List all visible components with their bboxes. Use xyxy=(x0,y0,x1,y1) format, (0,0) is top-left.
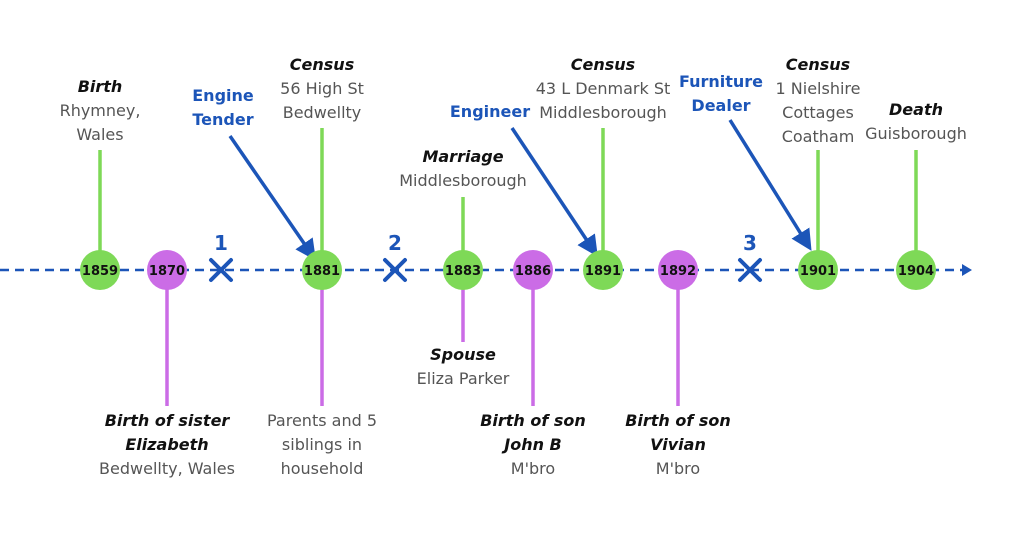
year-node-circle xyxy=(896,250,936,290)
event-detail: Coatham xyxy=(781,127,855,146)
year-label: 1904 xyxy=(898,264,934,279)
gap-marker-number: 1 xyxy=(214,231,228,255)
event-detail: Bedwellty xyxy=(282,103,362,122)
event-detail: Middlesborough xyxy=(539,103,667,122)
year-label: 1883 xyxy=(445,264,481,279)
year-label: 1891 xyxy=(585,264,621,279)
year-label: 1901 xyxy=(800,264,836,279)
event-detail: Parents and 5 xyxy=(266,411,378,430)
occupation-text: Engineer xyxy=(449,102,531,121)
event-detail: M'bro xyxy=(655,459,701,478)
event-title: Birth xyxy=(77,77,123,96)
year-node-1904: 1904 xyxy=(896,250,936,290)
event-title: Census xyxy=(289,55,355,74)
event-title: Elizabeth xyxy=(125,435,209,454)
year-node-circle xyxy=(302,250,342,290)
gap-marker-3: 3 xyxy=(738,231,762,282)
gap-marker-number: 3 xyxy=(743,231,757,255)
event-detail: 56 High St xyxy=(280,79,364,98)
year-node-circle xyxy=(147,250,187,290)
occupation-text: Tender xyxy=(192,110,254,129)
year-node-circle xyxy=(798,250,838,290)
year-node-circle xyxy=(583,250,623,290)
event-detail: siblings in xyxy=(281,435,363,454)
occupation-text: Engine xyxy=(192,86,254,105)
year-node-1886: 1886 xyxy=(513,250,553,290)
event-title: Death xyxy=(889,100,943,119)
occupation-text: Dealer xyxy=(691,96,751,115)
year-label: 1870 xyxy=(149,264,185,279)
event-label-below-1881: Parents and 5 siblings in household xyxy=(267,409,377,481)
occupation-arrow-icon xyxy=(228,135,316,261)
event-detail: M'bro xyxy=(510,459,556,478)
event-label-above-1891: Census 43 L Denmark St Middlesborough xyxy=(536,53,671,125)
event-title: Marriage xyxy=(422,147,504,166)
event-detail: Guisborough xyxy=(865,124,967,143)
x-mark-icon xyxy=(209,258,233,282)
year-label: 1892 xyxy=(660,264,696,279)
event-detail: Eliza Parker xyxy=(416,369,510,388)
event-detail: Middlesborough xyxy=(399,171,527,190)
year-node-circle xyxy=(443,250,483,290)
year-node-circle xyxy=(658,250,698,290)
year-node-1859: 1859 xyxy=(80,250,120,290)
year-label: 1881 xyxy=(304,264,340,279)
event-detail: Bedwellty, Wales xyxy=(99,459,235,478)
year-node-1870: 1870 xyxy=(147,250,187,290)
year-node-1901: 1901 xyxy=(798,250,838,290)
occupation-arrow-icon xyxy=(728,119,812,251)
event-detail: 43 L Denmark St xyxy=(535,79,671,98)
event-title: John B xyxy=(504,435,562,454)
event-title: Birth of son xyxy=(480,411,586,430)
event-title: Census xyxy=(785,55,851,74)
event-detail: Wales xyxy=(76,125,124,144)
x-mark-icon xyxy=(383,258,407,282)
event-detail: household xyxy=(280,459,364,478)
gap-marker-2: 2 xyxy=(383,231,407,282)
event-label-above-1881: Census 56 High St Bedwellty xyxy=(280,53,364,125)
occupation-arrow-icon xyxy=(510,127,598,257)
event-title: Census xyxy=(570,55,636,74)
event-detail: Rhymney, xyxy=(59,101,141,120)
event-detail: 1 Nielshire xyxy=(775,79,861,98)
event-title: Birth of sister xyxy=(104,411,230,430)
event-title: Birth of son xyxy=(625,411,731,430)
gap-marker-number: 2 xyxy=(388,231,402,255)
event-title: Vivian xyxy=(650,435,706,454)
year-node-circle xyxy=(513,250,553,290)
event-detail: Cottages xyxy=(782,103,854,122)
year-node-1883: 1883 xyxy=(443,250,483,290)
year-label: 1859 xyxy=(82,264,118,279)
event-title: Spouse xyxy=(430,345,496,364)
year-node-circle xyxy=(80,250,120,290)
occupation-text: Furniture xyxy=(678,72,764,91)
gap-marker-1: 1 xyxy=(209,231,233,282)
occupation-label-1891: Engineer xyxy=(450,100,530,124)
year-label: 1886 xyxy=(515,264,551,279)
x-mark-icon xyxy=(738,258,762,282)
year-node-1891: 1891 xyxy=(583,250,623,290)
year-node-1892: 1892 xyxy=(658,250,698,290)
timeline-arrowhead-icon xyxy=(962,264,972,276)
year-node-1881: 1881 xyxy=(302,250,342,290)
